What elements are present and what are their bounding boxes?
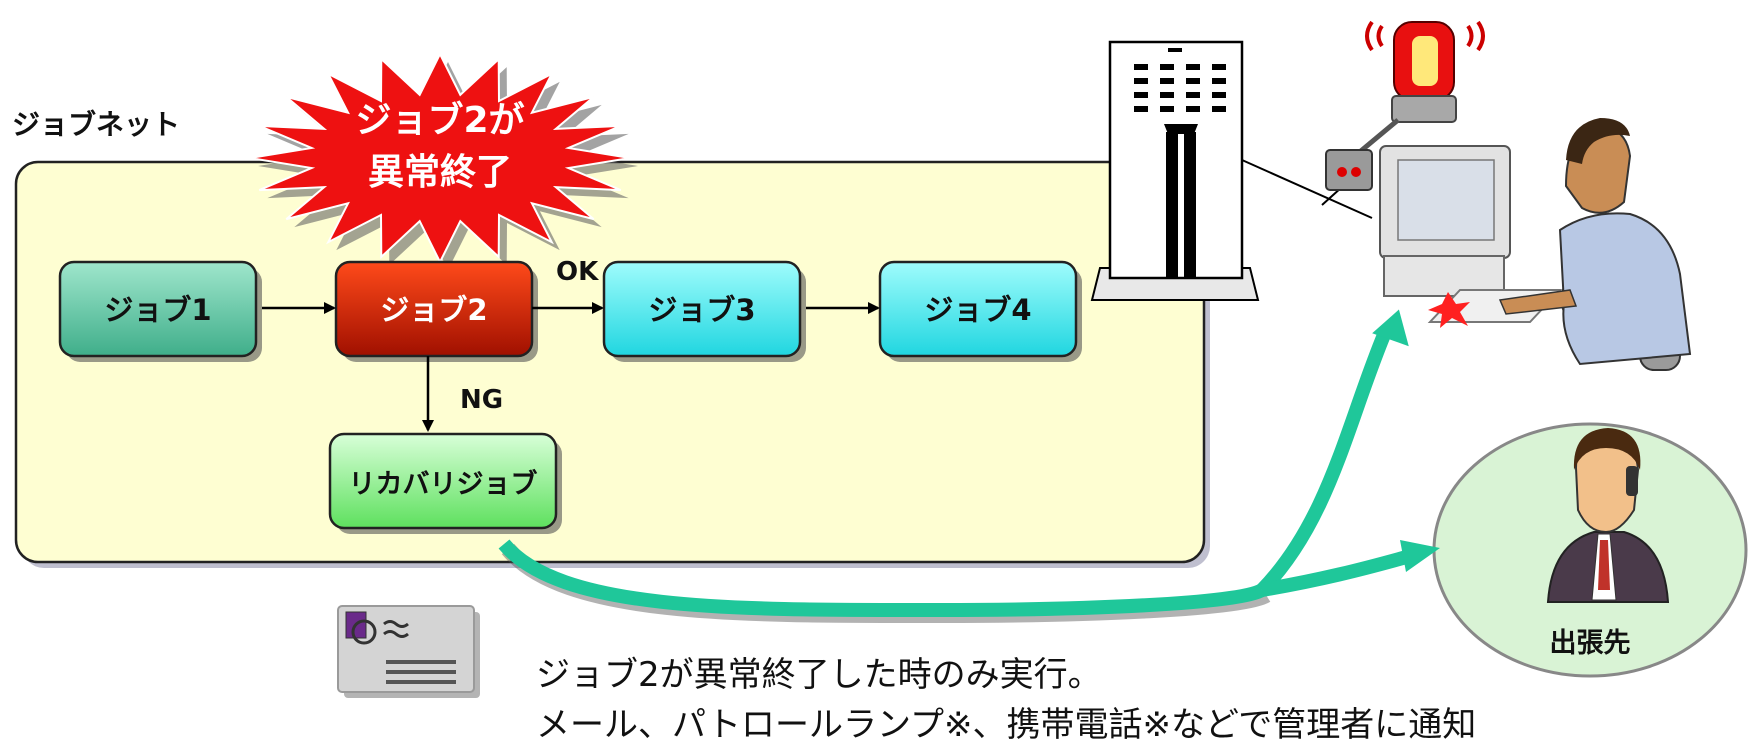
job-3-label: ジョブ3 (648, 293, 755, 327)
patrol-lamp-icon (1325, 20, 1485, 191)
notify-arrow-to-operator (1256, 327, 1393, 595)
job-4-label: ジョブ4 (924, 293, 1031, 327)
caption-line2: メール、パトロールランプ※、携帯電話※などで管理者に通知 (536, 705, 1476, 745)
job-net-title: ジョブネット (12, 108, 180, 141)
job-box-1[interactable]: ジョブ1 (58, 260, 262, 362)
businessman-phone-icon (1546, 428, 1670, 603)
server-icon (1090, 40, 1260, 301)
caption-line1: ジョブ2が異常終了した時のみ実行。 (536, 655, 1102, 695)
burst-text-line1: ジョブ2が (355, 99, 524, 141)
recovery-job-label: リカバリジョブ (349, 468, 538, 500)
job-box-3[interactable]: ジョブ3 (602, 260, 806, 362)
notify-arrow-to-destination (1260, 549, 1412, 597)
job-2-label: ジョブ2 (380, 293, 487, 327)
job-box-2[interactable]: ジョブ2 (334, 260, 538, 362)
burst-text-line2: 異常終了 (368, 152, 512, 193)
operator-pc-icon (1379, 118, 1692, 371)
job-box-4[interactable]: ジョブ4 (878, 260, 1082, 362)
notify-arrow-main (498, 539, 1266, 618)
ok-label: OK (556, 257, 599, 287)
destination-label: 出張先 (1550, 628, 1631, 659)
ng-label: NG (460, 385, 503, 415)
job-1-label: ジョブ1 (104, 293, 211, 327)
notify-arrowhead-destination (1400, 540, 1440, 572)
mail-icon (337, 605, 480, 698)
notify-arrowhead-operator (1372, 309, 1409, 347)
server-cable (1241, 159, 1373, 219)
recovery-job-box[interactable]: リカバリジョブ (328, 432, 562, 534)
